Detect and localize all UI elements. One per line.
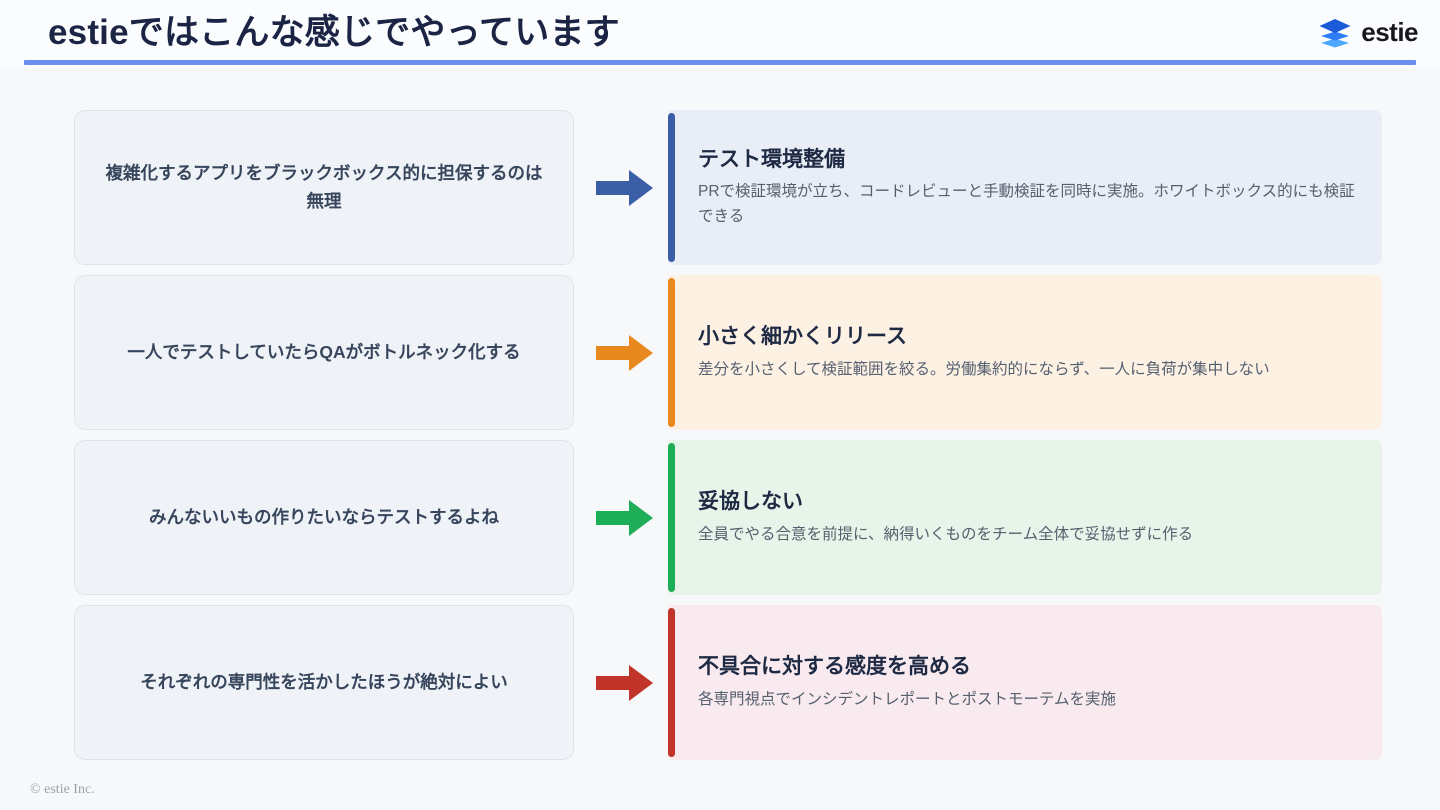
right-arrow-icon <box>596 499 653 536</box>
problem-text: それぞれの専門性を活かしたほうが絶対によい <box>140 671 508 692</box>
solution-panel: 不具合に対する感度を高める 各専門視点でインシデントレポートとポストモーテムを実… <box>668 605 1382 760</box>
accent-bar <box>668 608 675 757</box>
accent-bar <box>668 113 675 262</box>
row: それぞれの専門性を活かしたほうが絶対によい 不具合に対する感度を高める 各専門視… <box>0 605 1440 760</box>
title-underline <box>24 60 1416 65</box>
solution-description: 各専門視点でインシデントレポートとポストモーテムを実施 <box>698 690 1117 708</box>
problem-card: 複雑化するアプリをブラックボックス的に担保するのは無理 <box>74 110 574 265</box>
right-arrow-icon <box>596 169 653 206</box>
solution-title: 妥協しない <box>698 490 803 514</box>
solution-title: 不具合に対する感度を高める <box>698 655 971 679</box>
solution-panel: テスト環境整備 PRで検証環境が立ち、コードレビューと手動検証を同時に実施。ホワ… <box>668 110 1382 265</box>
row: みんないいもの作りたいならテストするよね 妥協しない 全員でやる合意を前提に、納… <box>0 440 1440 595</box>
row: 複雑化するアプリをブラックボックス的に担保するのは無理 テスト環境整備 PRで検… <box>0 110 1440 265</box>
page-title: estieではこんな感じでやっています <box>48 13 620 52</box>
solution-description: PRで検証環境が立ち、コードレビューと手動検証を同時に実施。ホワイトボックス的に… <box>698 183 1355 226</box>
problem-card: それぞれの専門性を活かしたほうが絶対によい <box>74 605 574 760</box>
solution-panel: 小さく細かくリリース 差分を小さくして検証範囲を絞る。労働集約的にならず、一人に… <box>668 275 1382 430</box>
problem-text: 一人でテストしていたらQAがボトルネック化する <box>127 341 521 362</box>
stacked-layers-icon <box>1319 18 1351 47</box>
problem-text: みんないいもの作りたいならテストするよね <box>149 506 499 527</box>
accent-bar <box>668 278 675 427</box>
accent-bar <box>668 443 675 592</box>
right-arrow-icon <box>596 664 653 701</box>
row: 一人でテストしていたらQAがボトルネック化する 小さく細かくリリース 差分を小さ… <box>0 275 1440 430</box>
problem-card: 一人でテストしていたらQAがボトルネック化する <box>74 275 574 430</box>
problem-card: みんないいもの作りたいならテストするよね <box>74 440 574 595</box>
content-rows: 複雑化するアプリをブラックボックス的に担保するのは無理 テスト環境整備 PRで検… <box>0 110 1440 770</box>
solution-title: 小さく細かくリリース <box>698 325 907 349</box>
solution-title: テスト環境整備 <box>698 147 845 171</box>
right-arrow-icon <box>596 334 653 371</box>
solution-description: 全員でやる合意を前提に、納得いくものをチーム全体で妥協せずに作る <box>698 525 1194 543</box>
solution-description: 差分を小さくして検証範囲を絞る。労働集約的にならず、一人に負荷が集中しない <box>698 360 1270 378</box>
solution-panel: 妥協しない 全員でやる合意を前提に、納得いくものをチーム全体で妥協せずに作る <box>668 440 1382 595</box>
footer-copyright: © estie Inc. <box>30 782 95 797</box>
estie-logo: estie <box>1318 17 1418 48</box>
problem-text: 複雑化するアプリをブラックボックス的に担保するのは無理 <box>105 163 543 211</box>
slide-header: estieではこんな感じでやっています estie <box>0 0 1440 68</box>
logo-wordmark: estie <box>1361 17 1418 47</box>
